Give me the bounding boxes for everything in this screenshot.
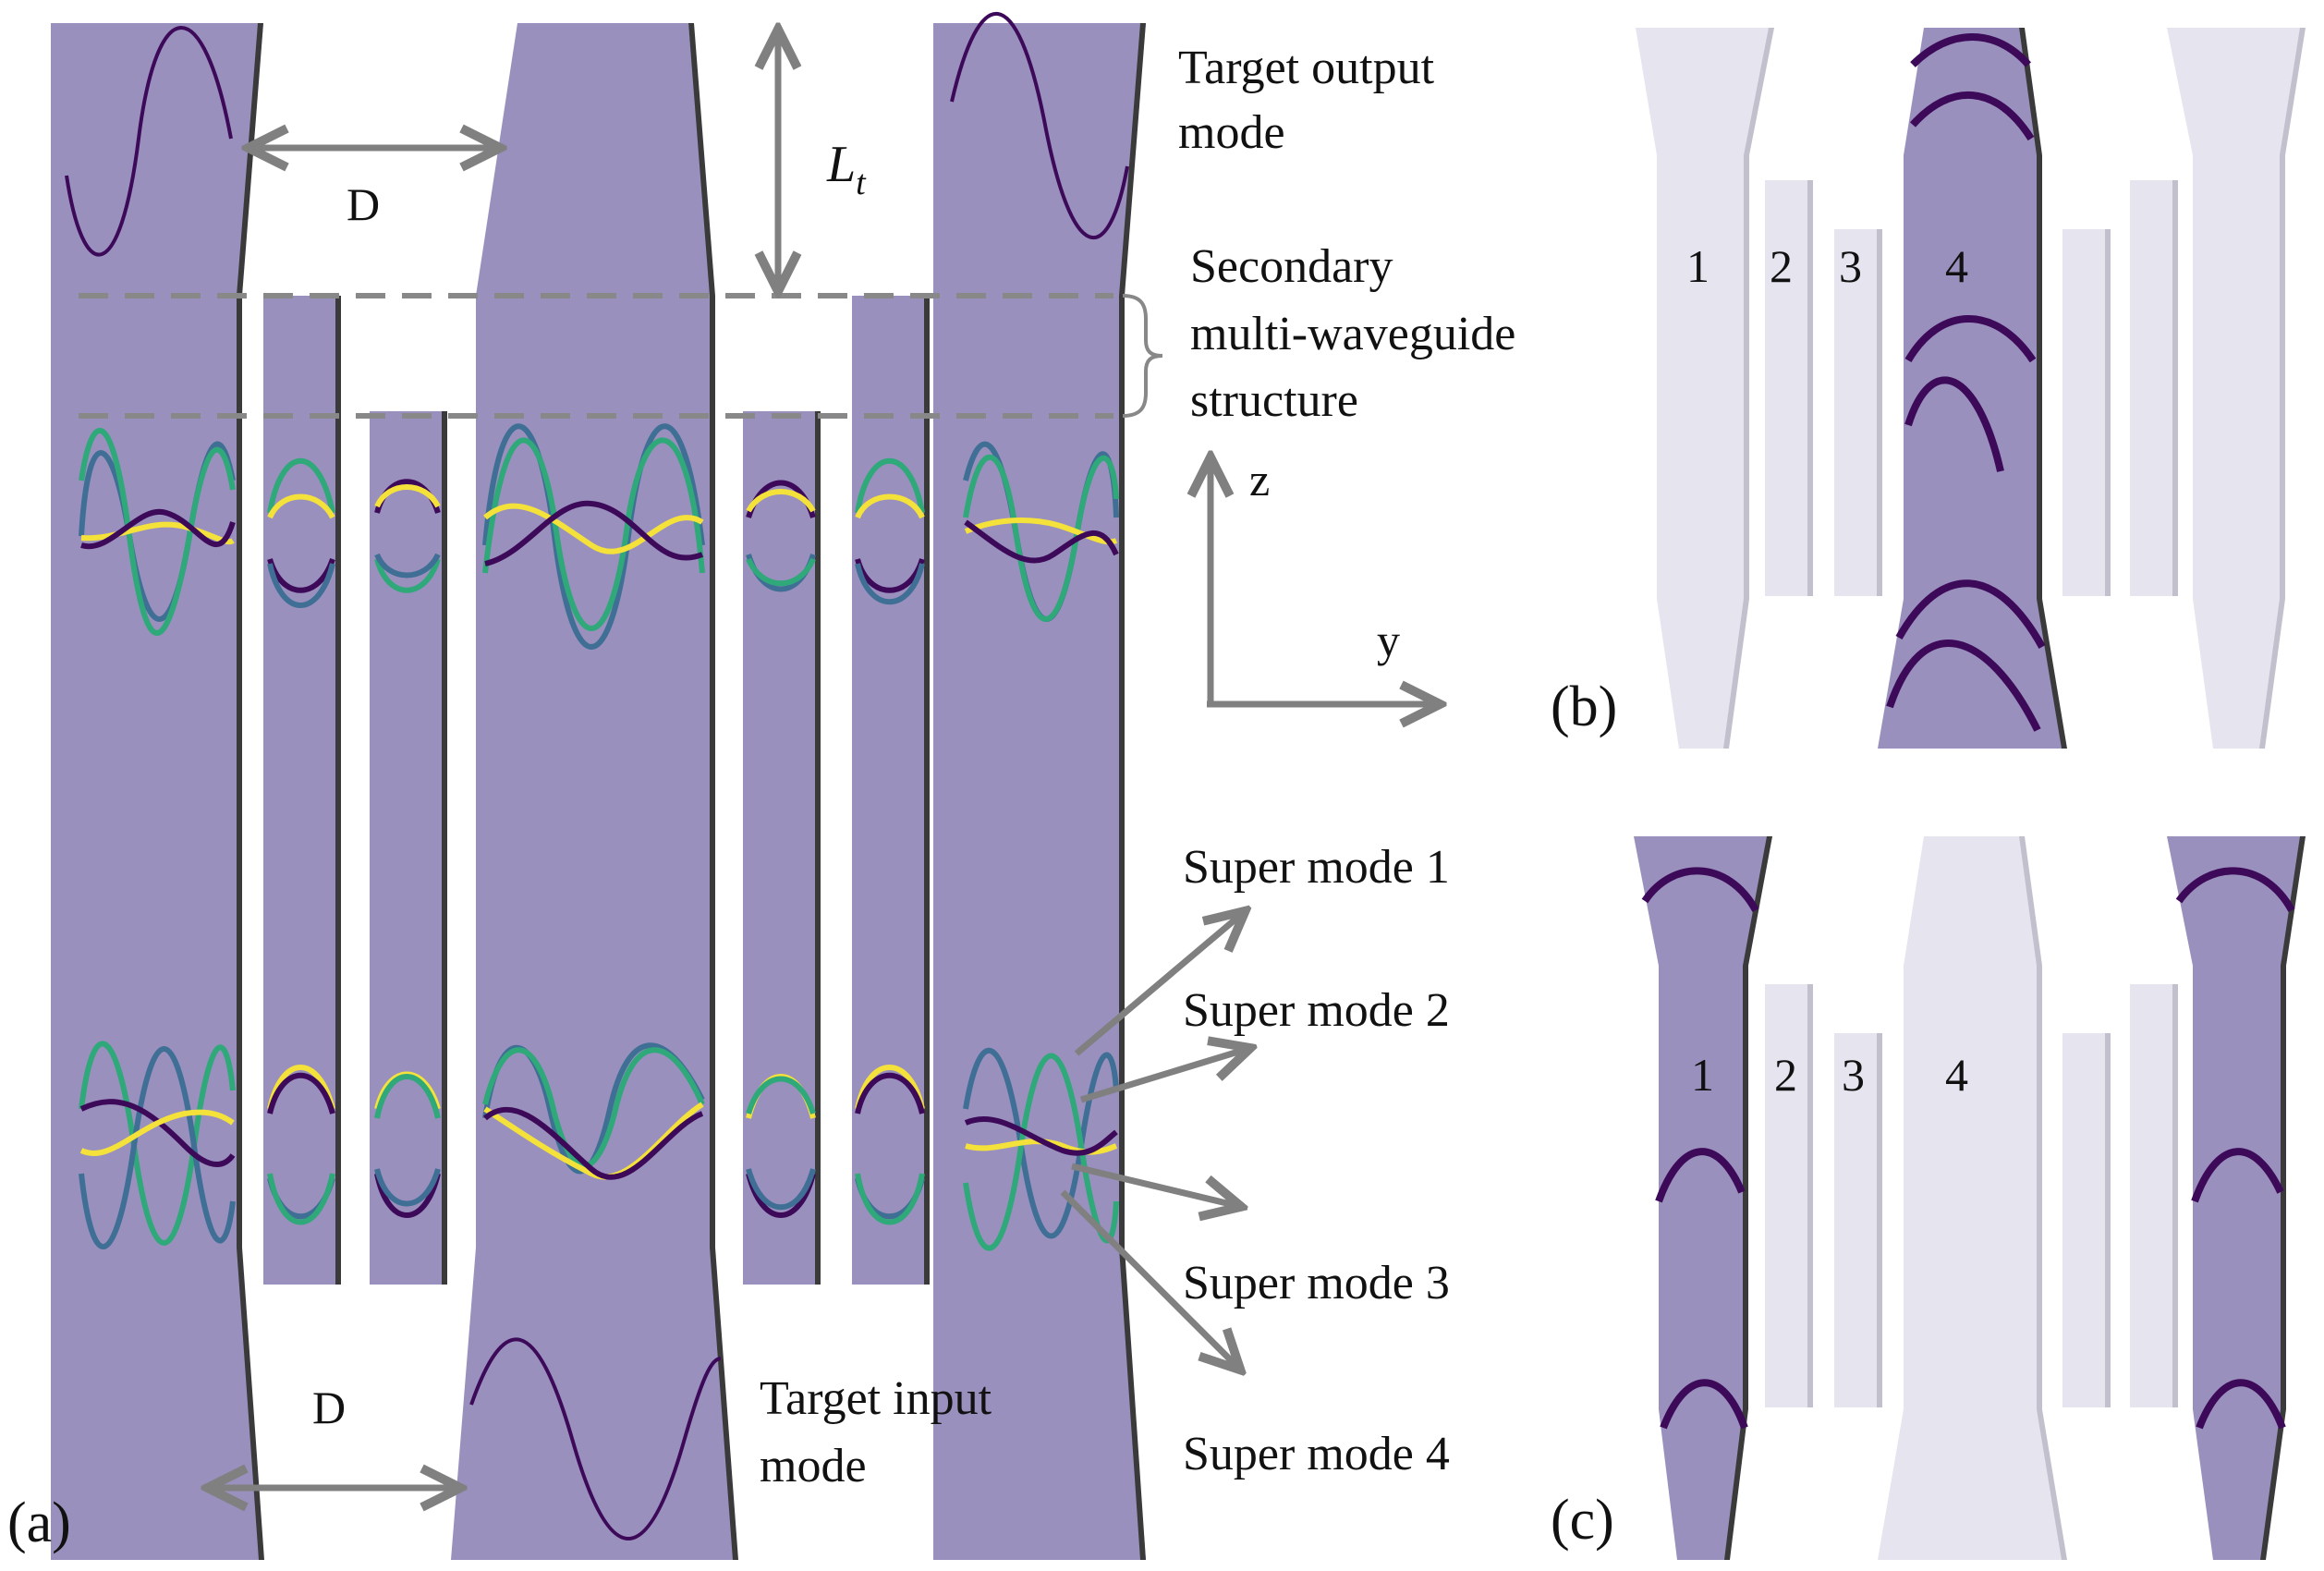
- waveguide-center-edge: [688, 23, 738, 1560]
- waveguide-inner-2: [370, 411, 445, 1285]
- b-waveguide-4: [1878, 28, 2062, 749]
- output-mode-right: [950, 11, 1129, 240]
- panel-c: 1 2 3 4 (c): [1551, 836, 2306, 1560]
- c-waveguide-2: [1765, 984, 1809, 1407]
- b-waveguide-2: [1765, 180, 1809, 596]
- waveguide-inner-3: [743, 411, 819, 1285]
- secondary-label-line3: structure: [1190, 374, 1358, 427]
- b-waveguide-7: [2167, 28, 2306, 749]
- b-number-1: 1: [1686, 240, 1710, 292]
- d-label-top: D: [347, 178, 380, 230]
- secondary-label-line2: multi-waveguide: [1190, 308, 1515, 360]
- c-waveguide-7: [2167, 836, 2306, 1560]
- super-mode-3-label: Super mode 3: [1183, 1257, 1450, 1309]
- d-label-bottom: D: [312, 1382, 346, 1433]
- super-mode-1-label: Super mode 1: [1183, 841, 1450, 894]
- panel-label-a: (a): [7, 1492, 71, 1554]
- waveguide-left-outer: [51, 23, 263, 1560]
- super-modes-lower: [79, 1041, 1119, 1251]
- b-mode-arcs: [1886, 33, 2046, 732]
- waveguide-inner-4-edge: [924, 296, 930, 1285]
- c-mode-arcs: [1641, 867, 2295, 1430]
- waveguide-inner-4: [852, 296, 928, 1285]
- waveguide-right-outer-edge: [1119, 23, 1146, 1560]
- target-output-label-line2: mode: [1178, 106, 1285, 159]
- waveguide-left-outer-edge: [237, 23, 264, 1560]
- super-mode-2-label: Super mode 2: [1183, 984, 1450, 1037]
- target-output-label-line1: Target output: [1178, 42, 1435, 94]
- c-number-2: 2: [1774, 1049, 1797, 1101]
- c-waveguide-4: [1878, 836, 2062, 1560]
- super-mode-3-arrow: [1071, 1163, 1238, 1206]
- lt-label: Lt: [826, 136, 867, 202]
- panel-b: 1 2 3 4 (b): [1551, 28, 2306, 749]
- super-mode-4-arrow: [1060, 1189, 1238, 1368]
- panel-label-c: (c): [1551, 1489, 1614, 1552]
- c-numbers: 1 2 3 4: [1691, 1049, 1968, 1101]
- waveguide-inner-1: [263, 296, 339, 1285]
- super-mode-2-arrow: [1079, 1049, 1247, 1103]
- b-waveguide-3: [1834, 229, 1879, 596]
- super-mode-1-arrow: [1074, 913, 1243, 1056]
- axis-y-label: y: [1377, 615, 1400, 666]
- secondary-label-line1: Secondary: [1190, 240, 1393, 293]
- c-number-4: 4: [1945, 1049, 1968, 1101]
- waveguide-inner-1-edge: [335, 296, 341, 1285]
- waveguide-inner-2-edge: [442, 411, 447, 1285]
- c-waveguide-3: [1834, 1033, 1879, 1407]
- c-number-1: 1: [1691, 1049, 1714, 1101]
- super-mode-4-label: Super mode 4: [1183, 1428, 1450, 1480]
- b-number-4: 4: [1945, 240, 1968, 292]
- c-number-3: 3: [1842, 1049, 1865, 1101]
- c-waveguide-1: [1634, 836, 1772, 1560]
- c-waveguide-5: [2062, 1033, 2107, 1407]
- output-mode-left: [65, 26, 233, 257]
- b-numbers: 1 2 3 4: [1686, 240, 1968, 292]
- panel-label-b: (b): [1551, 676, 1617, 738]
- target-input-label-line2: mode: [760, 1440, 867, 1492]
- secondary-brace: [1122, 294, 1163, 418]
- waveguide-inner-3-edge: [815, 411, 821, 1285]
- target-input-label-line1: Target input: [760, 1372, 992, 1425]
- c-waveguide-6: [2130, 984, 2174, 1407]
- b-waveguide-5: [2062, 229, 2107, 596]
- waveguide-right-outer: [933, 23, 1146, 1560]
- b-waveguide-6: [2130, 180, 2174, 596]
- axis-z-label: z: [1249, 454, 1270, 505]
- waveguide-center: [451, 23, 735, 1560]
- super-modes-upper: [79, 423, 1119, 650]
- b-waveguide-1: [1636, 28, 1774, 749]
- b-number-2: 2: [1770, 240, 1793, 292]
- b-number-3: 3: [1839, 240, 1862, 292]
- panel-a: D D Lt Target output mode Secondary mult…: [7, 11, 1515, 1560]
- input-mode-center: [469, 1337, 722, 1541]
